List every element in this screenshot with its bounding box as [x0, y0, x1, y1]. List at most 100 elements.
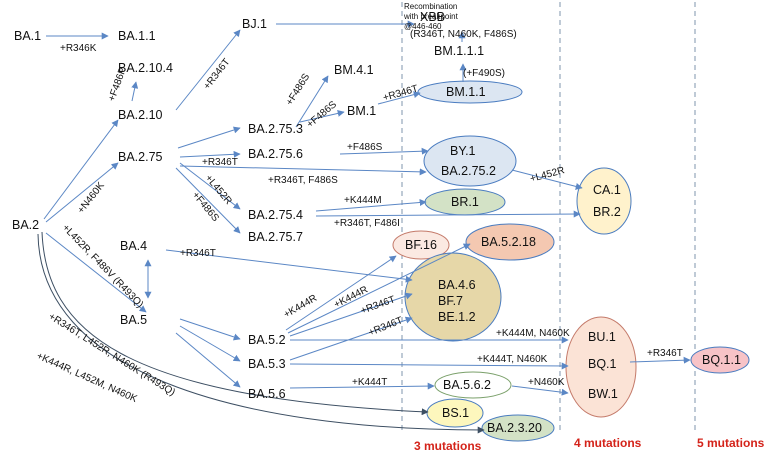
- edge-ba5-ba56: [175, 332, 241, 388]
- curve-ba2-bs1: [41, 231, 429, 416]
- node-bf7: BF.7: [438, 294, 463, 308]
- edge-ba2753-bm41: [295, 75, 329, 128]
- edge-ba275-ba2753: [177, 126, 241, 149]
- mut-f486s-bm41: +F486S: [284, 72, 312, 108]
- mut-n460k-bw1: +N460K: [528, 377, 565, 388]
- edge-ba53-be12: [289, 316, 413, 361]
- mut-f486p: +F486P: [106, 66, 129, 103]
- edge-ba52-bf7: [289, 292, 413, 337]
- edge-ba5-ba52: [179, 318, 241, 341]
- mut-f486s-by1: +F486S: [347, 142, 383, 153]
- edge-ba275-ba2756: [179, 150, 241, 158]
- node-ba2752: BA.2.75.2: [441, 164, 496, 178]
- edge-ba275-ba2757: [175, 167, 241, 234]
- mut-r346t-bm11: +R346T: [382, 83, 420, 103]
- edge-ba2-ba275: [45, 162, 119, 223]
- node-bm111: BM.1.1.1: [434, 44, 484, 58]
- edge-ba2754-br1: [315, 199, 427, 212]
- mut-r346t-be12: +R346T: [367, 315, 404, 339]
- node-bw1: BW.1: [588, 387, 618, 401]
- node-bq1: BQ.1: [588, 357, 617, 371]
- node-ba2753: BA.2.75.3: [248, 122, 303, 136]
- by1-ba2752-ellipse: [423, 135, 517, 187]
- edge-ba52-bf16: [285, 255, 397, 331]
- mut-r346t-ba2756: +R346T: [202, 157, 238, 168]
- edge-ba4-ba46: [165, 249, 413, 283]
- node-ba4: BA.4: [120, 239, 147, 253]
- node-ba562: BA.5.6.2: [443, 378, 491, 392]
- node-bm1: BM.1: [347, 104, 376, 118]
- node-be12: BE.1.2: [438, 310, 476, 324]
- recomb-line-3: @446-460: [404, 22, 442, 31]
- node-xbb: XBB: [420, 10, 445, 24]
- node-br2: BR.2: [593, 205, 621, 219]
- xbb-mutations: (R346T, N460K, F486S): [410, 29, 517, 40]
- edge-ba5-ba53: [179, 325, 241, 362]
- node-bs1: BS.1: [442, 406, 469, 420]
- node-ba11: BA.1.1: [118, 29, 156, 43]
- edge-ba2-ba210: [43, 119, 119, 220]
- edge-bm1-bm11: [377, 91, 421, 105]
- mut-k444r-bf16: +K444R: [282, 293, 319, 321]
- edge-ba275-ba2754: [179, 162, 241, 210]
- edge-ba562-bw1: [511, 385, 569, 396]
- edge-ba53-bq1: [289, 362, 569, 370]
- mut-k444t: +K444T: [352, 377, 387, 388]
- node-ba2320: BA.2.3.20: [487, 421, 542, 435]
- f490s-label: (+F490S): [463, 68, 505, 79]
- ca1-br2-ellipse: [576, 167, 632, 235]
- node-bu1: BU.1: [588, 330, 616, 344]
- label-5-mutations: 5 mutations: [697, 436, 765, 450]
- node-ba2754: BA.2.75.4: [248, 208, 303, 222]
- curve-ba2-ba2320: [37, 233, 485, 434]
- edge-ba2-ba5: [45, 232, 147, 313]
- edge-ba2756-by1: [339, 147, 429, 155]
- node-ca1: CA.1: [593, 183, 621, 197]
- mut-r346t-bj1: +R346T: [202, 57, 233, 92]
- edge-bq1-bq11: [629, 356, 691, 364]
- node-ba275: BA.2.75: [118, 150, 163, 164]
- node-ba53: BA.5.3: [248, 357, 286, 371]
- edge-ba210-bj1: [175, 29, 241, 111]
- node-ba52: BA.5.2: [248, 333, 286, 347]
- mut-r346t-bf7: +R346T: [359, 294, 396, 317]
- node-ba2104: BA.2.10.4: [118, 61, 173, 75]
- node-bm11: BM.1.1: [446, 85, 486, 99]
- edge-ba210-ba2104: [131, 81, 139, 102]
- edge-ba52-ba5218: [287, 243, 471, 334]
- mut-r346t-bq11: +R346T: [647, 348, 683, 359]
- node-ba2757: BA.2.75.7: [248, 230, 303, 244]
- node-by1: BY.1: [450, 144, 476, 158]
- edge-ba56-ba562: [289, 382, 435, 390]
- edge-ba2754-br2: [315, 210, 581, 218]
- recomb-line-1: Recombination: [404, 2, 457, 11]
- label-3-mutations: 3 mutations: [414, 439, 482, 453]
- ba562-ellipse: [434, 371, 512, 399]
- node-bf16: BF.16: [405, 238, 437, 252]
- node-ba1: BA.1: [14, 29, 41, 43]
- mut-k444m-n460k: +K444M, N460K: [496, 328, 570, 339]
- bf16-ellipse: [392, 230, 450, 260]
- node-ba2: BA.2: [12, 218, 39, 232]
- edges: [43, 20, 691, 396]
- node-ba5218: BA.5.2.18: [481, 235, 536, 249]
- recomb-line-2: with breakpoint: [403, 12, 459, 21]
- node-ba2756: BA.2.75.6: [248, 147, 303, 161]
- ba5218-ellipse: [465, 223, 555, 261]
- node-ba210: BA.2.10: [118, 108, 163, 122]
- node-ba5: BA.5: [120, 313, 147, 327]
- node-bq11: BQ.1.1: [702, 353, 741, 367]
- mut-r346t-f486s: +R346T, F486S: [268, 175, 338, 186]
- mut-l452r-f486v: +L452R, F486V (R493Q): [60, 222, 145, 310]
- mut-k444t-n460k: +K444T, N460K: [477, 354, 548, 365]
- mut-k444m-br1: +K444M: [344, 195, 382, 206]
- node-bm41: BM.4.1: [334, 63, 374, 77]
- mut-r346k: +R346K: [60, 43, 97, 54]
- mut-r346t-ba46: +R346T: [180, 248, 216, 259]
- node-ba56: BA.5.6: [248, 387, 286, 401]
- edge-ba275-ba2752: [179, 165, 427, 176]
- edge-ba2753-bm1: [299, 109, 345, 123]
- node-labels: BA.1 BA.1.1 BA.2 BA.2.10 BA.2.10.4 BJ.1 …: [12, 10, 741, 435]
- bq11-ellipse: [690, 346, 750, 374]
